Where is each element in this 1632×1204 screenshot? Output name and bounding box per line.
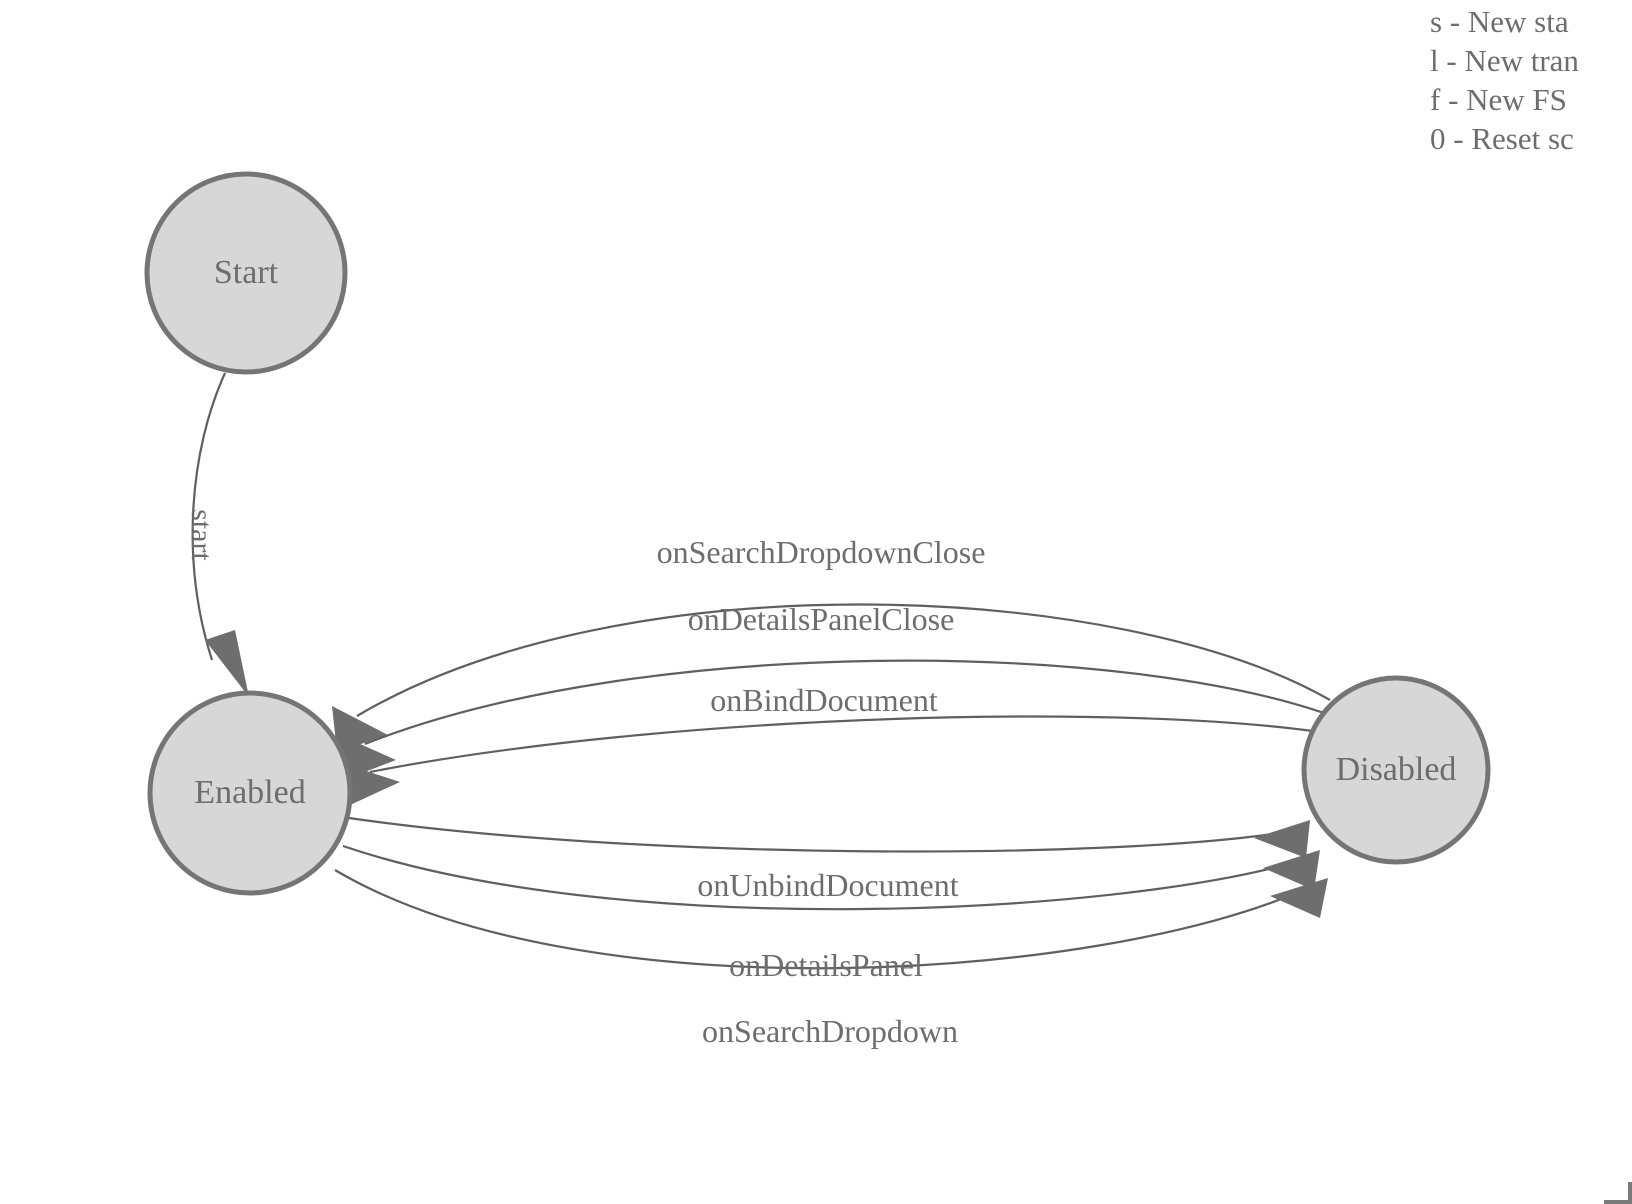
transition-onunbinddocument-path[interactable] [348, 816, 1287, 853]
transition-start-path[interactable] [191, 372, 227, 661]
arrow-head-start-to-enabled [205, 630, 249, 697]
state-node-enabled[interactable]: Enabled [147, 690, 353, 896]
state-node-disabled[interactable]: Disabled [1301, 675, 1491, 865]
transition-onunbinddocument[interactable] [348, 816, 1310, 858]
state-node-start-label: Start [214, 254, 279, 291]
arrow-head-onbinddocument [345, 764, 400, 806]
transition-onsearchdropdown[interactable] [334, 869, 1328, 970]
transition-ondetailspanel[interactable] [342, 844, 1320, 911]
state-node-enabled-circle[interactable] [147, 690, 353, 896]
legend-line-new-state: s - New sta [1430, 4, 1569, 39]
transition-label-onbinddocument: onBindDocument [710, 682, 938, 718]
transition-onbinddocument-path[interactable] [369, 715, 1346, 774]
state-node-start[interactable]: Start [144, 171, 348, 375]
state-node-enabled-label: Enabled [194, 774, 305, 811]
legend-line-new-transition: l - New tran [1430, 43, 1579, 78]
transition-label-start: start [185, 509, 218, 561]
transition-label-onunbinddocument: onUnbindDocument [697, 867, 958, 903]
transition-label-onsearchdropdown: onSearchDropdown [702, 1013, 958, 1049]
state-node-start-circle[interactable] [144, 171, 348, 375]
transition-label-onsearchdropdownclose: onSearchDropdownClose [657, 534, 986, 570]
transition-ondetailspanel-path[interactable] [342, 844, 1297, 911]
arrow-head-ondetailspanel [1263, 850, 1320, 890]
arrow-head-onunbinddocument [1254, 820, 1310, 858]
transition-onsearchdropdown-path[interactable] [334, 869, 1304, 970]
state-node-disabled-circle[interactable] [1301, 675, 1491, 865]
transition-onsearchdropdownclose-path[interactable] [356, 603, 1331, 717]
arrow-head-onsearchdropdown [1270, 878, 1328, 918]
legend-line-new-fsm: f - New FS [1430, 82, 1567, 117]
transition-label-ondetailspanel: onDetailsPanel [729, 947, 923, 983]
transition-ondetailspanelclose-path[interactable] [364, 659, 1339, 746]
keyboard-shortcut-legend: s - New sta l - New tran f - New FS 0 - … [1430, 2, 1632, 158]
legend-line-reset: 0 - Reset sc [1430, 121, 1574, 156]
transition-onbinddocument[interactable] [345, 715, 1346, 806]
transition-start[interactable] [191, 372, 249, 697]
window-resize-corner[interactable] [1604, 1182, 1632, 1204]
state-node-disabled-label: Disabled [1336, 751, 1457, 788]
transition-label-ondetailspanelclose: onDetailsPanelClose [688, 601, 955, 637]
